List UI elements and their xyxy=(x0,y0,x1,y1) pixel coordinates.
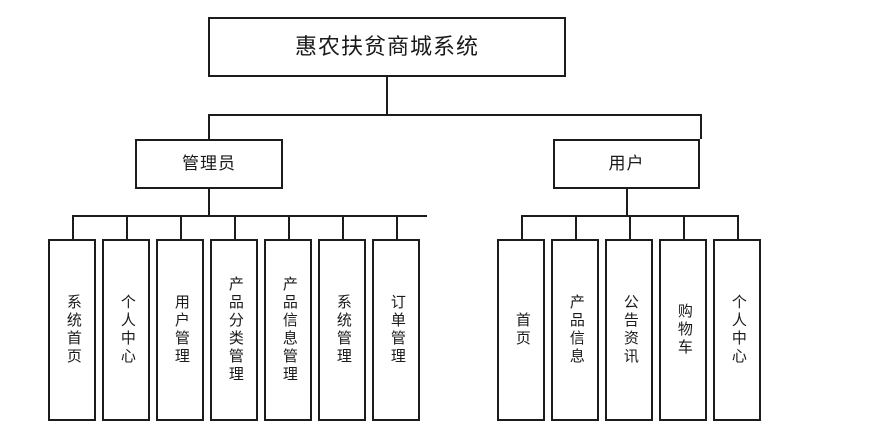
leaf-node-user-5-label: 个人中心 xyxy=(729,294,746,366)
leaf-node-admin-7: 订单管理 xyxy=(372,239,420,421)
branch-node-user-label: 用户 xyxy=(608,154,645,174)
root-node-system: 惠农扶贫商城系统 xyxy=(208,17,566,77)
branch-node-admin-label: 管理员 xyxy=(182,154,236,174)
leaf-node-user-3-label: 公告资讯 xyxy=(621,294,638,366)
leaf-node-user-2: 产品信息 xyxy=(551,239,599,421)
admin-stem-line xyxy=(208,189,210,217)
leaf-node-user-2-label: 产品信息 xyxy=(567,294,584,366)
leaf-node-admin-3: 用户管理 xyxy=(156,239,204,421)
user-stem-line xyxy=(626,189,628,217)
leaf-node-admin-1: 系统首页 xyxy=(48,239,96,421)
user-drop-line-4 xyxy=(683,215,685,239)
user-drop-line-2 xyxy=(575,215,577,239)
leaf-node-user-4: 购物车 xyxy=(659,239,707,421)
leaf-node-admin-3-label: 用户管理 xyxy=(172,294,189,366)
leaf-node-admin-7-label: 订单管理 xyxy=(388,294,405,366)
root-stem-line xyxy=(386,77,388,115)
branch-node-user: 用户 xyxy=(553,139,700,189)
admin-children-bus-line xyxy=(72,215,427,217)
admin-drop-line-5 xyxy=(288,215,290,239)
admin-drop-line-3 xyxy=(180,215,182,239)
leaf-node-admin-2-label: 个人中心 xyxy=(118,294,135,366)
root-to-user-drop-line xyxy=(700,114,702,139)
leaf-node-admin-5-label: 产品信息管理 xyxy=(280,276,297,384)
leaf-node-admin-4: 产品分类管理 xyxy=(210,239,258,421)
branch-node-admin: 管理员 xyxy=(135,139,283,189)
root-node-label: 惠农扶贫商城系统 xyxy=(294,34,479,60)
user-drop-line-3 xyxy=(629,215,631,239)
root-split-bus-line xyxy=(208,114,702,116)
leaf-node-user-5: 个人中心 xyxy=(713,239,761,421)
root-to-admin-drop-line xyxy=(208,114,210,139)
user-drop-line-1 xyxy=(521,215,523,239)
leaf-node-admin-2: 个人中心 xyxy=(102,239,150,421)
leaf-node-user-1-label: 首页 xyxy=(513,312,530,348)
leaf-node-admin-5: 产品信息管理 xyxy=(264,239,312,421)
leaf-node-admin-4-label: 产品分类管理 xyxy=(226,276,243,384)
admin-drop-line-1 xyxy=(72,215,74,239)
leaf-node-admin-6-label: 系统管理 xyxy=(334,294,351,366)
leaf-node-user-4-label: 购物车 xyxy=(675,303,692,357)
leaf-node-admin-1-label: 系统首页 xyxy=(64,294,81,366)
leaf-node-admin-6: 系统管理 xyxy=(318,239,366,421)
leaf-node-user-1: 首页 xyxy=(497,239,545,421)
admin-drop-line-2 xyxy=(126,215,128,239)
leaf-node-user-3: 公告资讯 xyxy=(605,239,653,421)
admin-drop-line-6 xyxy=(342,215,344,239)
user-drop-line-5 xyxy=(737,215,739,239)
admin-drop-line-4 xyxy=(234,215,236,239)
admin-drop-line-7 xyxy=(396,215,398,239)
